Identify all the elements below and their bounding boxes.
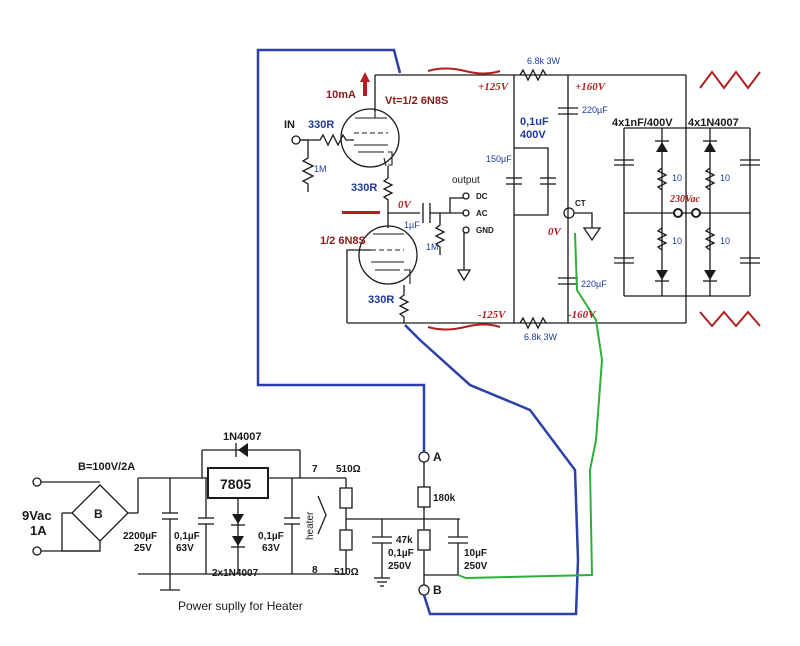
input-current-label: 1A (30, 523, 47, 538)
output-gnd-terminal[interactable] (462, 226, 470, 234)
bridge-r3-label: 10 (672, 236, 682, 246)
bridge-caps-label: 4x1nF/400V (612, 117, 673, 129)
cap-elec-voltage: 250V (464, 561, 488, 572)
bridge-r1-label: 10 (672, 173, 682, 183)
node-a[interactable] (418, 451, 430, 463)
zero-volt-left: 0V (398, 199, 413, 211)
waveform-top-right (699, 70, 761, 90)
input-label: IN (284, 119, 295, 131)
output-resistor-label: 1M (426, 242, 439, 252)
node-b[interactable] (418, 584, 430, 596)
heater-caption: Power suplly for Heater (178, 599, 303, 613)
grid-resistor (300, 133, 354, 147)
zero-volt-mark (342, 211, 380, 214)
r-lower-label: 47k (396, 535, 413, 546)
resistor-top-label: 6.8k 3W (527, 56, 561, 66)
cap-small-2-voltage: 63V (262, 543, 280, 554)
pin-8-label: 8 (312, 565, 318, 576)
output-ac: AC (476, 209, 488, 218)
node-a-label: A (433, 450, 442, 464)
grid-resistor-label: 330R (308, 119, 334, 131)
waveform-bottom-right (699, 310, 761, 328)
pos-high-label: +160V (575, 81, 607, 93)
resistor-top (519, 68, 547, 82)
cap-lower-voltage: 250V (388, 561, 412, 572)
cathode-bottom-label: 330R (368, 294, 394, 306)
bridge-r2-label: 10 (720, 173, 730, 183)
regulator-label: 7805 (220, 476, 251, 492)
ac-input-bottom[interactable] (32, 546, 42, 556)
r-divider-label: 180k (433, 493, 456, 504)
tube-top (340, 108, 400, 168)
cap-bottom-label: 220µF (581, 279, 607, 289)
green-link-wire (457, 232, 604, 580)
input-voltage-label: 9Vac (22, 508, 52, 523)
current-arrow (360, 72, 370, 82)
bridge-diodes-label: 4x1N4007 (688, 117, 739, 129)
cathode-top-label: 330R (351, 182, 377, 194)
output-title: output (452, 175, 480, 186)
output-dc: DC (476, 192, 488, 201)
zero-volt-right: 0V (548, 226, 563, 238)
neg-rail-label: -125V (478, 309, 507, 321)
coupling-cap-label: 1µF (404, 220, 420, 230)
cap-main-label: 2200µF (123, 531, 157, 542)
resistor-bottom-label: 6.8k 3W (524, 332, 558, 342)
cap-film-value: 0,1uF (520, 116, 549, 128)
ct-jack[interactable] (563, 207, 575, 219)
current-label: 10mA (326, 89, 356, 101)
tube-top-label: Vt=1/2 6N8S (385, 95, 448, 107)
tube-bottom (358, 225, 418, 285)
output-resistor (434, 213, 446, 255)
input-resistor (300, 139, 315, 192)
ac-terminal-left[interactable] (673, 208, 683, 218)
input-resistor-label: 1M (314, 164, 327, 174)
rectifier-label: B=100V/2A (78, 461, 135, 473)
blue-link-wire (256, 48, 426, 452)
r-top-label: 510Ω (336, 464, 361, 475)
ac-input-label: 230Vac (669, 194, 701, 205)
cap-small-2-label: 0,1µF (258, 531, 284, 542)
resistor-bottom (519, 316, 547, 330)
pos-rail-label: +125V (478, 81, 510, 93)
cap-lower-label: 0,1µF (388, 548, 414, 559)
hv-bridge (614, 127, 760, 297)
cap-main-voltage: 25V (134, 543, 152, 554)
bridge-rect-label: B (94, 507, 103, 521)
output-ac-terminal[interactable] (462, 209, 470, 217)
bottom-grid-wire (346, 249, 371, 323)
diodes-pair-label: 2x1N4007 (212, 568, 259, 579)
cap-top-label: 220µF (582, 105, 608, 115)
r-bottom-label: 510Ω (334, 567, 359, 578)
cap-small-1-label: 0,1µF (174, 531, 200, 542)
output-gnd: GND (476, 226, 494, 235)
blue-link-wire-2 (404, 324, 580, 616)
ac-input-top[interactable] (32, 477, 42, 487)
cap-bulk-label: 150µF (486, 154, 512, 164)
heater-supply (32, 443, 468, 596)
node-b-label: B (433, 583, 442, 597)
center-tap-label: CT (575, 199, 586, 208)
pin-7-label: 7 (312, 464, 318, 475)
tube-bottom-label: 1/2 6N8S (320, 235, 366, 247)
hv-supply (427, 67, 761, 331)
ac-terminal-right[interactable] (691, 208, 701, 218)
diode-top-label: 1N4007 (223, 431, 262, 443)
cathode-resistor-top (382, 177, 394, 228)
cathode-resistor-bottom (398, 285, 410, 323)
heater-label: heater (305, 511, 316, 540)
bridge-r4-label: 10 (720, 236, 730, 246)
tube-section (291, 72, 687, 324)
cap-elec-label: 10µF (464, 548, 487, 559)
cap-small-1-voltage: 63V (176, 543, 194, 554)
cap-film-voltage: 400V (520, 129, 546, 141)
regulator-7805 (207, 467, 269, 499)
output-dc-terminal[interactable] (462, 192, 470, 200)
neg-high-label: -160V (568, 309, 597, 321)
input-jack[interactable] (291, 135, 301, 145)
